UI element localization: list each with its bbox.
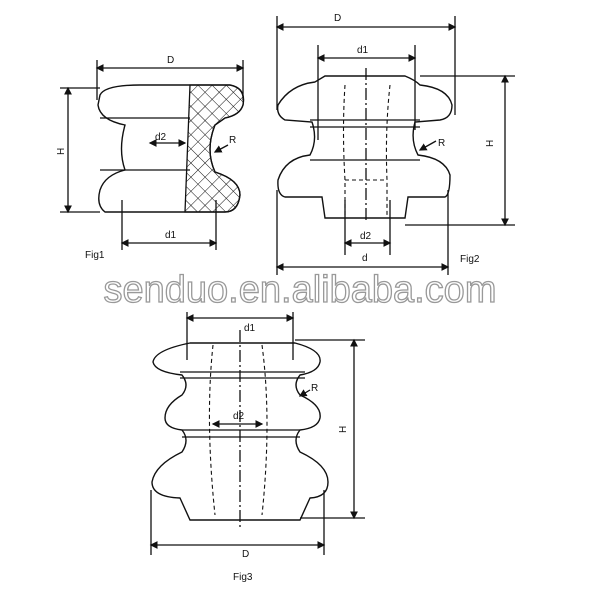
fig3-caption: Fig3 xyxy=(233,572,253,583)
fig1-caption: Fig1 xyxy=(85,250,105,261)
fig3-label-D: D xyxy=(242,549,249,560)
fig2-label-d2: d2 xyxy=(360,231,372,242)
fig3-label-R: R xyxy=(311,383,318,394)
watermark: senduo.en.alibaba.com xyxy=(104,269,497,311)
fig1-label-d2: d2 xyxy=(155,132,167,143)
fig2-label-d: d xyxy=(362,253,368,264)
fig2-caption: Fig2 xyxy=(460,254,480,265)
fig1-label-D: D xyxy=(167,55,174,66)
fig3-label-d2: d2 xyxy=(233,411,245,422)
fig2-label-d1: d1 xyxy=(357,45,369,56)
fig1-label-H: H xyxy=(56,148,67,155)
fig2-label-H: H xyxy=(485,140,496,147)
fig2-label-D: D xyxy=(334,13,341,24)
fig3-label-d1: d1 xyxy=(244,323,256,334)
fig1-label-d1: d1 xyxy=(165,230,177,241)
fig1-label-R: R xyxy=(229,135,236,146)
fig3-label-H: H xyxy=(338,426,349,433)
fig3-drawing xyxy=(149,312,365,555)
fig2-drawing xyxy=(275,16,515,275)
fig1-drawing xyxy=(60,60,245,250)
fig2-label-R: R xyxy=(438,138,445,149)
